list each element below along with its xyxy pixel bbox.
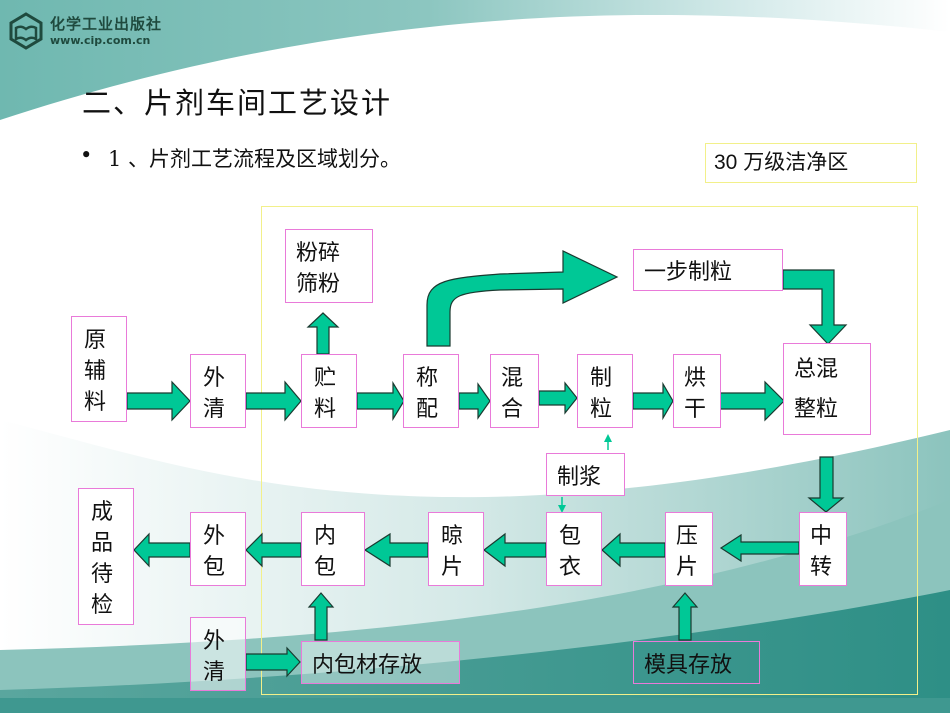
- arrow-onestep-to-finalmix: [782, 269, 848, 345]
- node-text: 合: [501, 397, 524, 422]
- node-text: 检: [91, 593, 114, 618]
- node-text: 粉碎: [296, 241, 341, 266]
- bullet-symbol: •: [80, 143, 93, 167]
- arrow-mix-to-granulate: [538, 381, 578, 415]
- arrow-outerpack-to-finished: [133, 532, 191, 568]
- slide-title: 二、片剂车间工艺设计: [82, 86, 393, 120]
- node-text: 内包材存放: [312, 652, 423, 678]
- node-text: 称: [416, 366, 439, 391]
- bullet-text: 1 、片剂工艺流程及区域划分。: [108, 147, 402, 171]
- arrow-weigh-to-onestep: [426, 250, 619, 347]
- node-text: 转: [810, 555, 833, 580]
- node-text: 成: [91, 500, 114, 525]
- arrow-coat-to-cool: [483, 532, 547, 568]
- node-text: 包: [559, 524, 582, 549]
- top-swoosh: [0, 0, 950, 120]
- node-text: 外: [203, 366, 226, 391]
- node-text: 外: [203, 524, 226, 549]
- book-house-icon: [9, 12, 43, 50]
- arrow-cool-to-innerpack: [363, 532, 429, 568]
- node-slurry: 制浆: [546, 453, 625, 496]
- node-raw-materials: 原 辅 料: [71, 316, 127, 422]
- node-weigh: 称 配: [403, 354, 459, 428]
- node-press: 压 片: [665, 512, 713, 586]
- node-crush-sieve: 粉碎 筛粉: [285, 229, 373, 303]
- node-text: 中: [810, 524, 833, 549]
- node-text: 清: [203, 660, 226, 685]
- node-text: 粒: [590, 397, 613, 422]
- node-dry: 烘 干: [673, 354, 721, 428]
- arrow-innermat-to-innerpack: [307, 592, 335, 641]
- node-text: 贮: [314, 366, 337, 391]
- node-text: 烘: [684, 366, 707, 391]
- node-text: 晾: [441, 524, 464, 549]
- node-text: 片: [441, 555, 464, 580]
- node-text: 待: [91, 562, 114, 587]
- node-text: 料: [84, 390, 107, 415]
- node-text: 料: [314, 397, 337, 422]
- node-outer-pack: 外 包: [190, 512, 246, 586]
- arrow-weigh-to-mix: [458, 382, 491, 420]
- node-mix: 混 合: [490, 354, 539, 428]
- arrow-slurry-to-coat-head: [558, 505, 566, 513]
- node-storage: 贮 料: [301, 354, 357, 428]
- publisher-logo: 化学工业出版社 www.cip.com.cn: [8, 12, 162, 50]
- node-inner-pack: 内 包: [301, 512, 365, 586]
- node-text: 筛粉: [296, 272, 341, 297]
- node-text: 模具存放: [644, 652, 733, 678]
- node-text: 原: [84, 328, 107, 353]
- arrow-raw-to-clean: [126, 380, 191, 422]
- node-text: 辅: [84, 359, 107, 384]
- node-inner-material-storage: 内包材存放: [301, 641, 460, 684]
- node-text: 制浆: [557, 464, 602, 490]
- arrow-granulate-to-dry: [632, 381, 674, 421]
- node-transfer: 中 转: [799, 512, 847, 586]
- arrow-storage-to-crush: [306, 312, 340, 355]
- arrow-storage-to-weigh: [356, 380, 405, 422]
- node-cool: 晾 片: [428, 512, 484, 586]
- arrow-transfer-to-press: [719, 533, 800, 563]
- node-text: 整粒: [794, 397, 839, 422]
- node-text: 片: [676, 555, 699, 580]
- bottom-band: [0, 698, 950, 713]
- node-granulate: 制 粒: [577, 354, 633, 428]
- node-mold-storage: 模具存放: [633, 641, 760, 684]
- node-text: 衣: [559, 555, 582, 580]
- bullet-item: • 1 、片剂工艺流程及区域划分。: [80, 143, 401, 173]
- arrow-press-to-coat: [601, 532, 666, 568]
- node-text: 压: [676, 524, 699, 549]
- clean-zone-boundary: [261, 206, 918, 695]
- node-text: 外: [203, 629, 226, 654]
- publisher-name: 化学工业出版社: [50, 14, 163, 33]
- node-text: 配: [416, 397, 439, 422]
- node-text: 一步制粒: [644, 260, 733, 285]
- node-text: 品: [91, 531, 114, 556]
- node-text: 混: [501, 366, 524, 391]
- arrow-clean2-to-innermat: [245, 646, 301, 678]
- node-outer-clean-2: 外 清: [190, 617, 246, 691]
- publisher-url: www.cip.com.cn: [50, 33, 151, 47]
- node-final-mix: 总混 整粒: [783, 343, 871, 435]
- node-coat: 包 衣: [546, 512, 602, 586]
- node-text: 干: [684, 397, 707, 422]
- arrow-clean-to-storage: [245, 380, 302, 422]
- clean-zone-label: 30 万级洁净区: [705, 143, 917, 183]
- node-text: 清: [203, 397, 226, 422]
- node-outer-clean-1: 外 清: [190, 354, 246, 428]
- node-text: 包: [203, 555, 226, 580]
- arrow-slurry-to-granulate-head: [604, 434, 612, 442]
- arrow-finalmix-to-transfer: [807, 456, 845, 513]
- node-one-step-granulation: 一步制粒: [633, 249, 783, 291]
- node-text: 内: [314, 524, 337, 549]
- arrow-dry-to-finalmix: [719, 380, 785, 422]
- node-text: 制: [590, 366, 613, 391]
- node-text: 包: [314, 555, 337, 580]
- arrow-mold-to-press: [671, 592, 699, 641]
- node-finished-pending-inspection: 成 品 待 检: [78, 488, 134, 625]
- node-text: 总混: [794, 357, 839, 382]
- arrow-innerpack-to-outerpack: [245, 532, 302, 568]
